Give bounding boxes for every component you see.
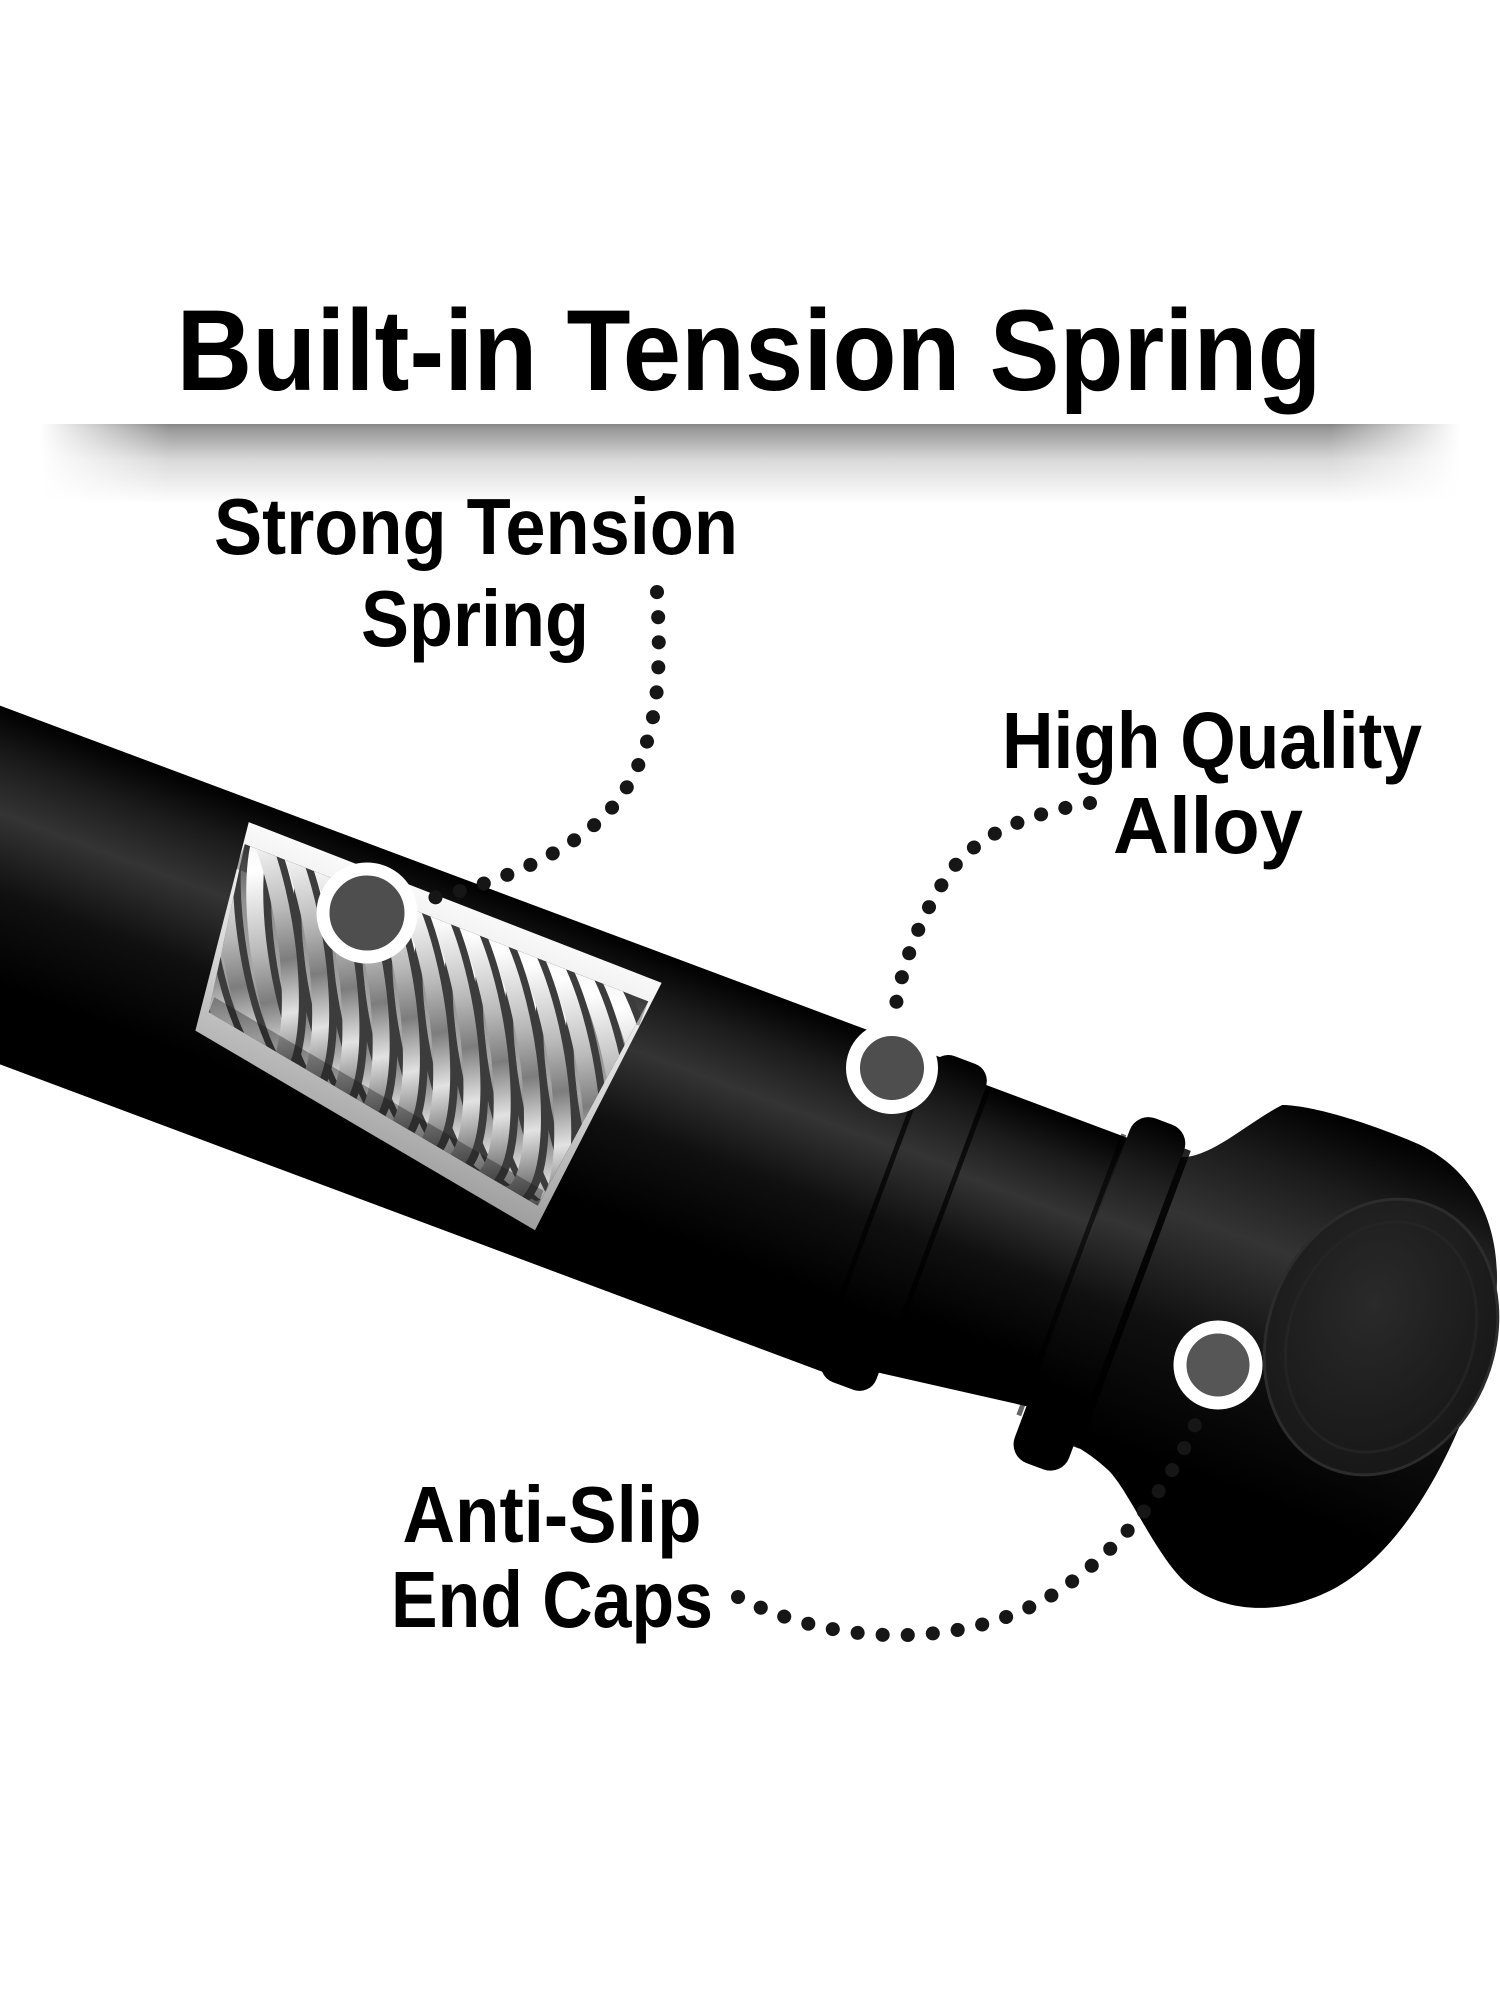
label-strong-tension-line1: Strong Tension: [214, 482, 738, 571]
title-divider: [40, 424, 1460, 504]
callout-dot-endcap: [1173, 1320, 1263, 1410]
leader-line-endcap: [731, 1397, 1210, 1643]
callout-dot-alloy: [846, 1022, 938, 1114]
label-anti-slip-end-caps: Anti-Slip End Caps: [391, 1470, 713, 1644]
page-title: Built-in Tension Spring: [177, 287, 1322, 415]
label-endcaps-line2: End Caps: [391, 1555, 713, 1644]
rod-collar: [820, 1054, 987, 1391]
callout-dot-spring: [316, 862, 418, 964]
end-cap-face: [1262, 1197, 1500, 1477]
label-high-quality-alloy: High Quality Alloy: [1002, 696, 1422, 870]
end-cap-ridge: [1013, 1117, 1186, 1471]
leader-line-alloy: [887, 796, 1097, 1025]
label-alloy-line2: Alloy: [1113, 781, 1303, 870]
label-strong-tension-line2: Spring: [361, 574, 589, 663]
label-alloy-line1: High Quality: [1002, 696, 1422, 785]
label-endcaps-line1: Anti-Slip: [403, 1470, 702, 1559]
leader-line-spring: [407, 585, 666, 909]
label-strong-tension-spring: Strong Tension Spring: [214, 482, 738, 663]
